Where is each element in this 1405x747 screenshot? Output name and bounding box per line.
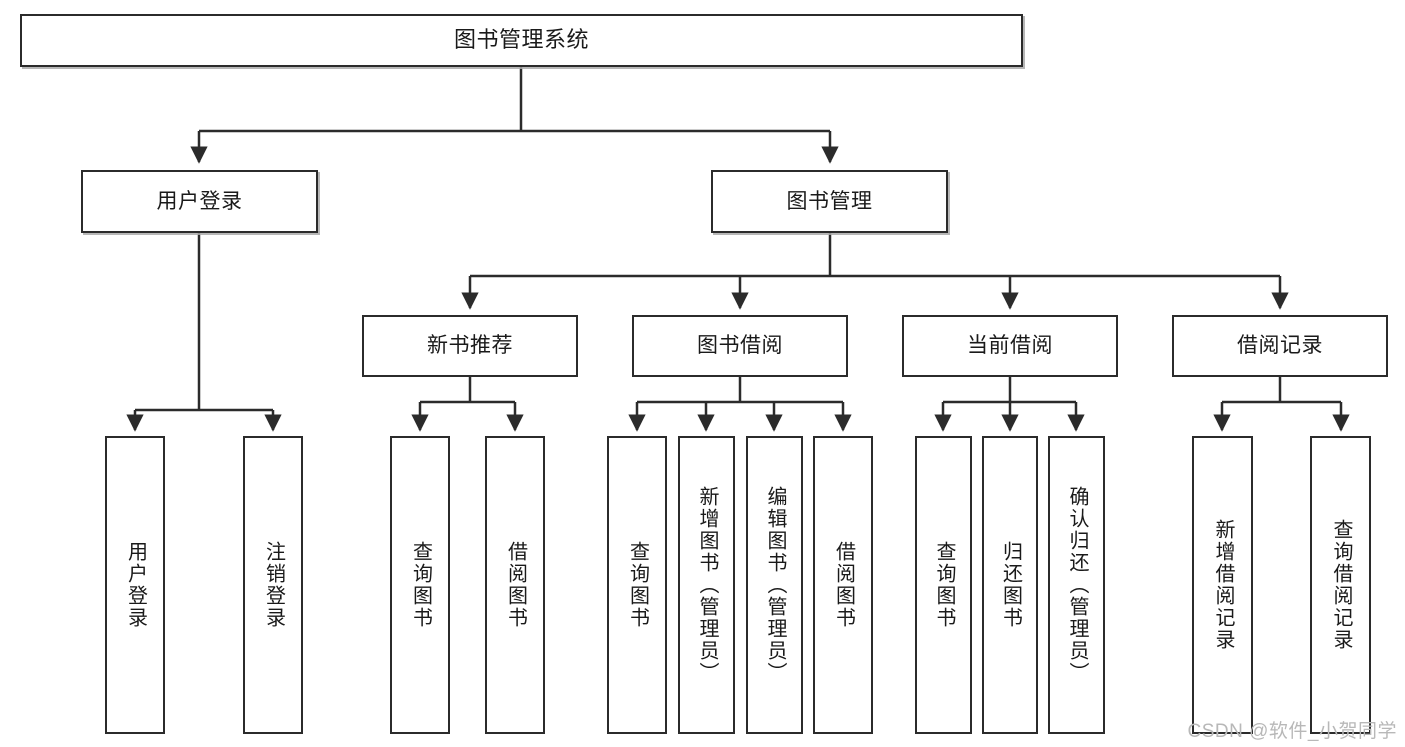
leaf-current-return-book[interactable]: 归还图书 bbox=[982, 436, 1038, 734]
node-label: 图书管理系统 bbox=[453, 27, 589, 53]
node-root-system[interactable]: 图书管理系统 bbox=[20, 14, 1023, 67]
leaf-user-login-login[interactable]: 用户登录 bbox=[105, 436, 165, 734]
node-label: 用户登录 bbox=[124, 541, 147, 629]
leaf-borrow-borrow-book[interactable]: 借阅图书 bbox=[813, 436, 873, 734]
leaf-record-add[interactable]: 新增借阅记录 bbox=[1192, 436, 1253, 734]
node-label: 借阅图书 bbox=[504, 541, 527, 629]
node-label: 新书推荐 bbox=[427, 334, 513, 358]
leaf-borrow-edit-book[interactable]: 编辑图书（管理员） bbox=[746, 436, 803, 734]
node-label: 归还图书 bbox=[999, 541, 1022, 629]
node-label: 当前借阅 bbox=[967, 334, 1053, 358]
leaf-current-confirm-return[interactable]: 确认归还（管理员） bbox=[1048, 436, 1105, 734]
node-new-book-recommend[interactable]: 新书推荐 bbox=[362, 315, 578, 377]
node-label: 新增借阅记录 bbox=[1212, 519, 1234, 651]
node-current-borrow[interactable]: 当前借阅 bbox=[902, 315, 1118, 377]
node-book-borrow[interactable]: 图书借阅 bbox=[632, 315, 848, 377]
node-label: 编辑图书（管理员） bbox=[764, 486, 786, 684]
node-label: 借阅记录 bbox=[1237, 334, 1323, 358]
node-label: 用户登录 bbox=[156, 189, 243, 213]
leaf-new-book-query[interactable]: 查询图书 bbox=[390, 436, 450, 734]
node-label: 注销登录 bbox=[262, 541, 285, 629]
node-book-management[interactable]: 图书管理 bbox=[711, 170, 948, 233]
node-label: 图书管理 bbox=[786, 189, 873, 213]
node-label: 借阅图书 bbox=[832, 541, 855, 629]
node-label: 查询图书 bbox=[626, 541, 649, 629]
node-user-login[interactable]: 用户登录 bbox=[81, 170, 318, 233]
node-label: 查询图书 bbox=[409, 541, 432, 629]
leaf-record-query[interactable]: 查询借阅记录 bbox=[1310, 436, 1371, 734]
node-label: 新增图书（管理员） bbox=[696, 486, 718, 684]
node-label: 图书借阅 bbox=[697, 334, 783, 358]
node-borrow-record[interactable]: 借阅记录 bbox=[1172, 315, 1388, 377]
node-label: 确认归还（管理员） bbox=[1066, 486, 1088, 684]
leaf-borrow-add-book[interactable]: 新增图书（管理员） bbox=[678, 436, 735, 734]
watermark: CSDN @软件_小贺同学 bbox=[1187, 721, 1397, 742]
node-label: 查询图书 bbox=[933, 541, 955, 629]
leaf-user-login-logout[interactable]: 注销登录 bbox=[243, 436, 303, 734]
leaf-new-book-borrow[interactable]: 借阅图书 bbox=[485, 436, 545, 734]
leaf-borrow-query-book[interactable]: 查询图书 bbox=[607, 436, 667, 734]
leaf-current-query-book[interactable]: 查询图书 bbox=[915, 436, 972, 734]
node-label: 查询借阅记录 bbox=[1330, 519, 1352, 651]
